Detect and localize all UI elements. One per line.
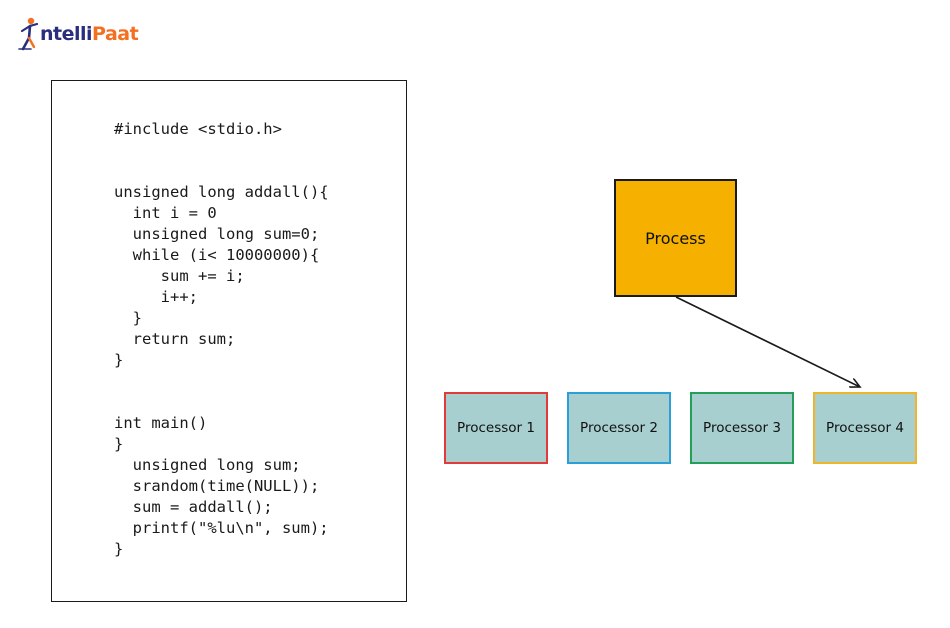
code-listing: #include <stdio.h> unsigned long addall()…	[114, 119, 329, 560]
code-line: int main()	[114, 414, 208, 432]
code-line: i++;	[114, 288, 198, 306]
code-line: }	[114, 540, 124, 558]
code-line: printf("%lu\n", sum);	[114, 519, 329, 537]
code-line: #include <stdio.h>	[114, 120, 282, 138]
code-line: sum += i;	[114, 267, 245, 285]
processor-label: Processor 3	[703, 420, 781, 436]
code-line: }	[114, 435, 124, 453]
intellipaat-logo: ntelliPaat	[18, 14, 139, 54]
code-line: unsigned long sum=0;	[114, 225, 320, 243]
logo-text: ntelliPaat	[40, 22, 139, 45]
arrow-line	[675, 296, 860, 387]
process-label: Process	[645, 228, 706, 248]
code-line: while (i< 10000000){	[114, 246, 320, 264]
logo-text-intelli: ntelli	[40, 22, 93, 45]
code-line: unsigned long addall(){	[114, 183, 329, 201]
code-line: }	[114, 351, 124, 369]
processor-label: Processor 4	[826, 420, 904, 436]
code-line: sum = addall();	[114, 498, 273, 516]
code-line: unsigned long sum;	[114, 456, 301, 474]
code-line: return sum;	[114, 330, 236, 348]
logo-figure-icon	[18, 17, 39, 51]
processor-box-2: Processor 2	[567, 392, 671, 464]
processor-box-1: Processor 1	[444, 392, 548, 464]
processor-label: Processor 2	[580, 420, 658, 436]
processor-label: Processor 1	[457, 420, 535, 436]
processor-box-4: Processor 4	[813, 392, 917, 464]
code-line: }	[114, 309, 142, 327]
code-line: int i = 0	[114, 204, 217, 222]
code-line: srandom(time(NULL));	[114, 477, 320, 495]
process-box: Process	[614, 179, 737, 297]
processor-box-3: Processor 3	[690, 392, 794, 464]
code-panel: #include <stdio.h> unsigned long addall()…	[51, 80, 407, 602]
logo-text-paat: Paat	[92, 22, 139, 45]
